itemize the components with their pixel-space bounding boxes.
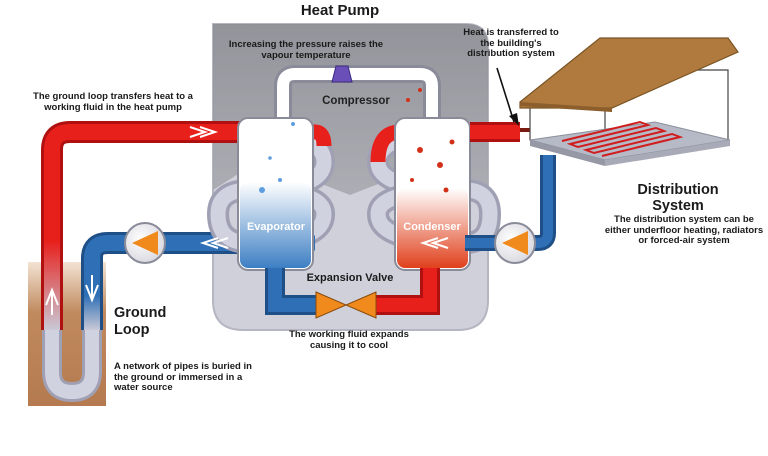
distribution-pump-icon	[494, 222, 536, 264]
underfloor-coil	[561, 120, 684, 157]
distribution-transfer-note: Heat is transferred to the building's di…	[463, 27, 559, 60]
condenser-label: Condenser	[403, 221, 461, 233]
ground-loop-pump-icon	[124, 222, 166, 264]
ground-loop-transfer-note: The ground loop transfers heat to a work…	[33, 91, 193, 113]
expansion-valve-icon	[315, 291, 377, 319]
compressor-label: Compressor	[322, 95, 390, 107]
evaporator-label: Evaporator	[246, 221, 306, 233]
expansion-pipes	[265, 268, 440, 315]
compressor-note: Increasing the pressure raises the vapou…	[228, 39, 384, 61]
flow-arrow-icons	[189, 126, 451, 249]
condenser-tank	[394, 88, 471, 271]
compressor-icon	[331, 65, 353, 83]
ground-loop-pipes	[41, 121, 305, 403]
distribution-pipes	[465, 122, 556, 251]
ground-loop-title: Ground Loop	[114, 305, 167, 338]
distribution-description: The distribution system can be either un…	[604, 214, 764, 247]
expansion-note: The working fluid expands causing it to …	[289, 329, 409, 351]
pointer-arrow-icon	[496, 67, 519, 126]
compressor-loop	[274, 65, 441, 118]
distribution-title: Distribution System	[637, 182, 719, 215]
expansion-valve-label: Expansion Valve	[306, 272, 394, 284]
heat-pump-title: Heat Pump	[300, 2, 380, 19]
house	[519, 37, 739, 166]
ground-loop-description: A network of pipes is buried in the grou…	[114, 361, 252, 394]
evaporator-tank	[237, 117, 314, 271]
